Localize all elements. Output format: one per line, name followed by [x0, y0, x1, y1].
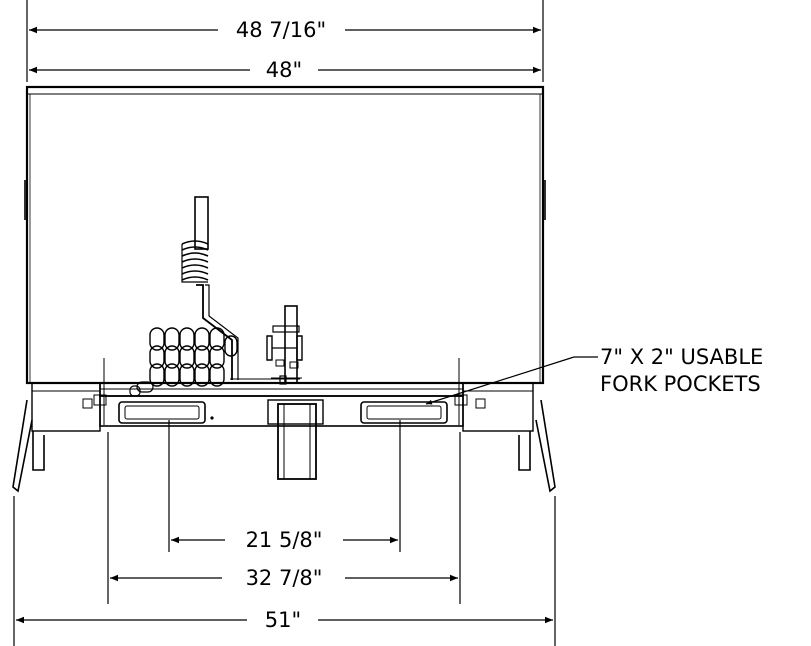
dimension-label-inner-top: 48" [266, 58, 302, 82]
center-hitch [267, 399, 324, 480]
dimension-inner-top: 48" [29, 58, 541, 82]
dimension-label-pocket-inner: 21 5/8" [246, 528, 323, 552]
dimension-label-overall-bottom: 51" [265, 608, 301, 632]
chain-bundle [129, 196, 300, 397]
dimension-overall-bottom: 51" [13, 496, 556, 646]
dimension-pocket-outer: 32 7/8" [107, 432, 461, 604]
dimension-pocket-inner: 21 5/8" [168, 420, 401, 552]
ratchet-assembly [266, 305, 303, 385]
callout-line-2: FORK POCKETS [600, 372, 761, 396]
fork-pocket-callout: 7" X 2" USABLE FORK POCKETS [425, 345, 763, 405]
dimension-overall-top: 48 7/16" [26, 0, 544, 82]
fork-pockets [118, 401, 448, 424]
dimension-label-overall-top: 48 7/16" [236, 18, 326, 42]
dimension-label-pocket-outer: 32 7/8" [246, 566, 323, 590]
callout-line-1: 7" X 2" USABLE [600, 345, 763, 369]
